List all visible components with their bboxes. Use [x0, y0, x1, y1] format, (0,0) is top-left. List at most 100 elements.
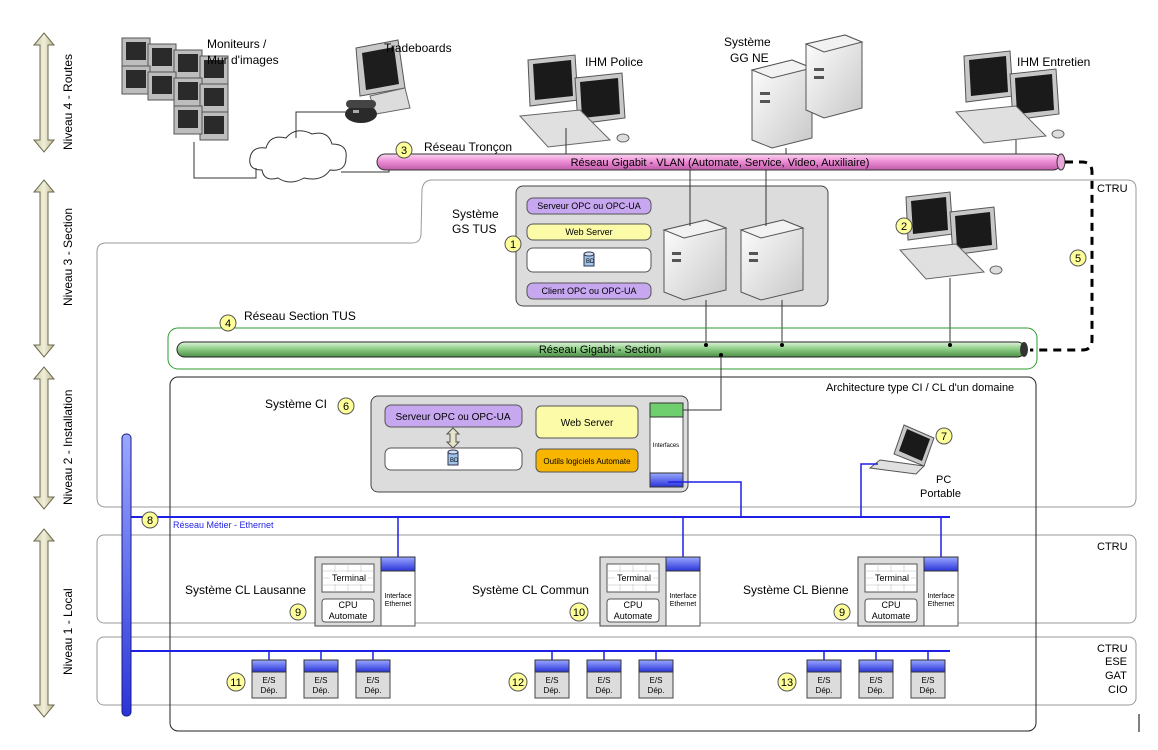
level-label-2: Niveau 2 - Installation [61, 390, 75, 505]
ci-to-section-link [683, 356, 722, 411]
svg-text:2: 2 [901, 221, 907, 233]
svg-text:Ethernet: Ethernet [385, 601, 412, 608]
svg-text:Automate: Automate [872, 611, 911, 621]
ci-tools-label: Outils logiciels Automate [543, 457, 631, 466]
svg-text:Automate: Automate [329, 611, 368, 621]
cl-bienne-terminal: Terminal [875, 573, 909, 583]
ctru-label-local: CTRU [1097, 541, 1128, 553]
gs-web-server-box [526, 223, 652, 241]
bottom-label-cio: CIO [1108, 684, 1128, 696]
level-arrow-4 [32, 32, 56, 153]
workstation-2-icon [898, 191, 1003, 280]
blue-backbone-bar [121, 433, 132, 717]
svg-text:11: 11 [230, 677, 241, 689]
level-label-1: Niveau 1 - Local [61, 588, 75, 675]
svg-text:3: 3 [401, 145, 407, 157]
gs-opc-server-label: Serveur OPC ou OPC-UA [537, 201, 641, 211]
svg-text:13: 13 [781, 677, 793, 689]
svg-text:Dép.: Dép. [313, 686, 330, 695]
bottom-label-ctru: CTRU [1097, 643, 1128, 655]
marker-9-lausanne: 9 [289, 603, 307, 621]
tradeboard-icon [345, 39, 411, 123]
gs-tus-server-icon [662, 219, 805, 301]
reseau-section-pipe: Réseau Gigabit - Section [176, 341, 1028, 358]
marker-10: 10 [569, 602, 589, 622]
svg-text:Dép.: Dép. [868, 686, 885, 695]
dashed-link-5 [1030, 160, 1094, 352]
svg-text:Dép.: Dép. [261, 686, 278, 695]
svg-text:6: 6 [343, 401, 349, 413]
marker-3: 3 [395, 141, 413, 159]
svg-text:E/S: E/S [818, 676, 831, 685]
svg-text:CPU: CPU [623, 600, 642, 610]
marker-9-bienne: 9 [833, 603, 851, 621]
metier-label: Réseau Métier - Ethernet [173, 520, 274, 530]
cl-commun: Terminal CPU Automate Interface Ethernet [599, 556, 701, 627]
marker-6: 6 [337, 397, 355, 415]
svg-text:Dép.: Dép. [596, 686, 613, 695]
svg-text:E/S: E/S [315, 676, 328, 685]
video-wall-icon [121, 37, 229, 141]
domain-frame [169, 376, 1037, 732]
reseau-troncon-pipe: Réseau Gigabit - VLAN (Automate, Service… [376, 153, 1066, 171]
ci-db-icon: BD [447, 449, 459, 466]
svg-text:BD: BD [586, 259, 595, 265]
ci-web-server-label: Web Server [561, 418, 614, 429]
svg-text:Interface: Interface [927, 593, 954, 600]
svg-text:9: 9 [295, 607, 301, 619]
svg-text:8: 8 [147, 515, 153, 527]
svg-text:1: 1 [510, 239, 516, 251]
marker-1: 1 [504, 235, 522, 253]
ihm-entretien-icon [954, 50, 1065, 144]
section-pipe-label: Réseau Gigabit - Section [539, 344, 661, 356]
section-title: Réseau Section TUS [244, 309, 356, 323]
svg-text:Interface: Interface [669, 593, 696, 600]
monitors-label-1: Moniteurs / [207, 37, 267, 51]
gs-tus-title-2: GS TUS [452, 222, 496, 236]
svg-text:5: 5 [1075, 253, 1081, 265]
svg-text:9: 9 [839, 607, 845, 619]
svg-text:Ethernet: Ethernet [928, 601, 955, 608]
marker-2: 2 [895, 217, 913, 235]
svg-text:E/S: E/S [367, 676, 380, 685]
bottom-label-ese: ESE [1105, 656, 1127, 668]
ctru-region-devices [96, 636, 1137, 706]
section-outline [167, 327, 1038, 370]
svg-text:CPU: CPU [881, 600, 900, 610]
pc-label-2: Portable [920, 488, 961, 500]
ci-web-server-box [535, 405, 639, 439]
cl-lausanne: Terminal CPU Automate Interface Ethernet [314, 556, 416, 627]
gg-ne-server-icon [750, 34, 864, 149]
level-arrow-1 [32, 528, 56, 718]
troncon-title: Réseau Tronçon [424, 140, 512, 154]
marker-13: 13 [777, 672, 797, 692]
pc-label-1: PC [936, 474, 951, 486]
gs-tus-links [689, 170, 951, 345]
cl-bienne: Terminal CPU Automate Interface Ethernet [857, 556, 959, 627]
svg-text:Ethernet: Ethernet [670, 601, 697, 608]
section-junctions [704, 343, 952, 357]
ci-components: Serveur OPC ou OPC-UA BD Web Server Outi… [384, 402, 684, 488]
ihm-police-label: IHM Police [585, 55, 643, 69]
es-modules: E/SDép.E/SDép.E/SDép.E/SDép.E/SDép.E/SDé… [251, 659, 946, 699]
domain-label: Architecture type CI / CL d'un domaine [826, 382, 1014, 394]
svg-text:Dép.: Dép. [365, 686, 382, 695]
gs-tus-components: Serveur OPC ou OPC-UA Web Server BD Clie… [526, 197, 652, 300]
marker-7: 7 [935, 427, 953, 445]
level-label-4: Niveau 4 - Routes [61, 54, 75, 150]
gs-tus-title-1: Système [452, 207, 499, 221]
svg-text:12: 12 [512, 677, 524, 689]
ctru-region-upper [96, 179, 1137, 508]
gs-opc-client-label: Client OPC ou OPC-UA [541, 286, 636, 296]
reseau-metier-network [131, 463, 950, 660]
gs-opc-server-box [526, 197, 652, 215]
bottom-label-gat: GAT [1105, 670, 1127, 682]
ihm-entretien-label: IHM Entretien [1017, 55, 1090, 69]
